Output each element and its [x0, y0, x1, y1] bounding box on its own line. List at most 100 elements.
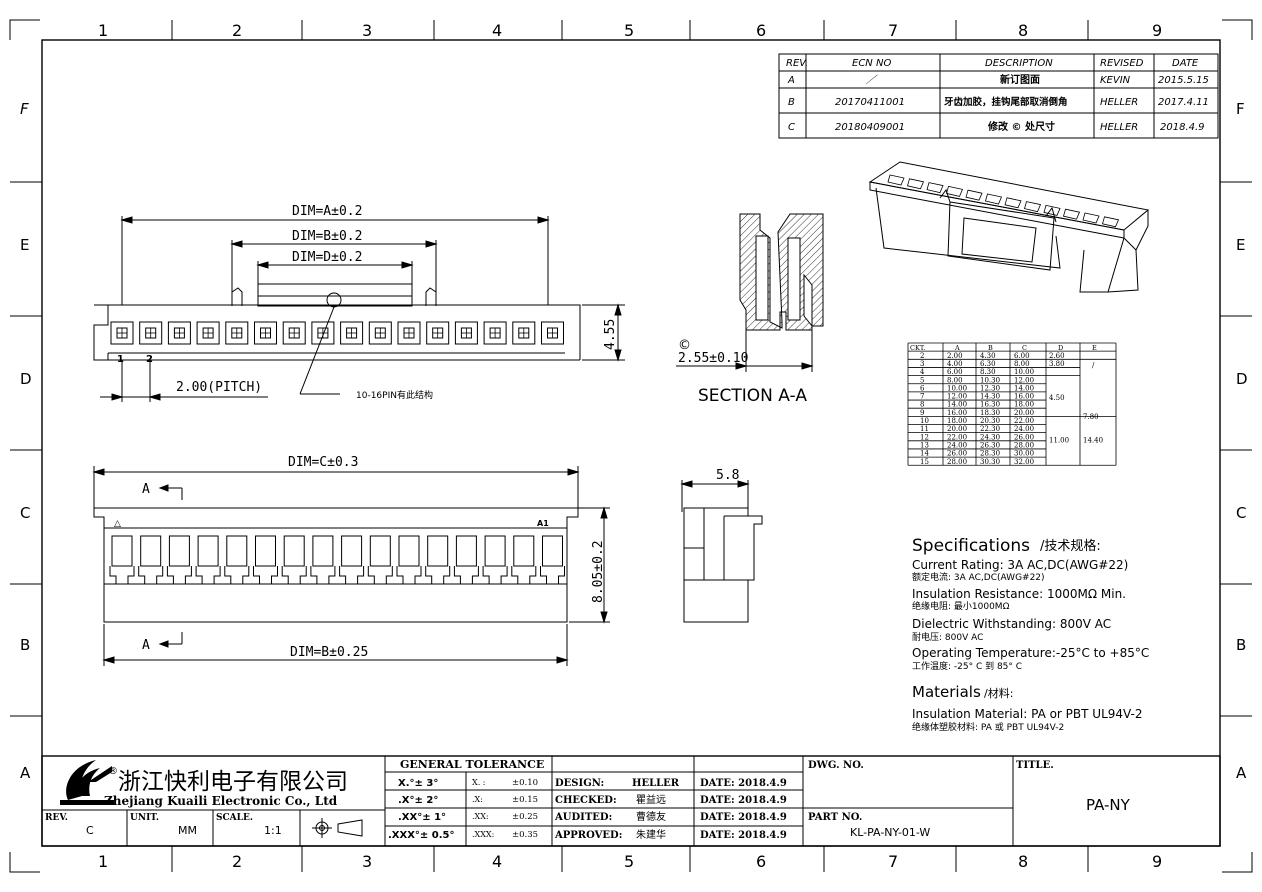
bottom-cavity-step [127, 566, 135, 584]
dim-table-e-value: 14.40 [1083, 436, 1103, 444]
bottom-cavity-step [357, 566, 365, 584]
column-label-top: 8 [1018, 21, 1028, 40]
dim-table-header: CKT. [910, 344, 925, 352]
bottom-cavity-step [242, 566, 250, 584]
bottom-cavity [255, 535, 276, 567]
bottom-cavity [369, 535, 391, 567]
dim-table-header: C [1022, 344, 1027, 352]
title-block: ® 浙江快利电子有限公司 Zhejiang Kuaili Electronic … [41, 755, 1221, 847]
spec-insulation-en: Insulation Resistance: 1000MΩ Min. [912, 587, 1126, 601]
bottom-cavity [140, 535, 162, 567]
dim-table-cell: 2 [920, 352, 924, 360]
rev-header-rev: REV. [786, 58, 808, 69]
rev-a-ecn: ／ [866, 74, 878, 86]
dim-table-cell: 14.00 [1014, 384, 1034, 392]
dim-table-header: A [954, 344, 960, 352]
column-label-top: 2 [232, 21, 242, 40]
dim-table-cell: 8 [920, 401, 924, 409]
section-circle-c: © [678, 338, 691, 353]
linear-tolerance-label: .XX: [472, 812, 489, 821]
dim-table-cell: 15 [920, 458, 929, 466]
bottom-cavity [513, 535, 535, 567]
row-label-left: F [20, 100, 29, 118]
section-mark-top: A [142, 482, 150, 497]
front-cavity [340, 321, 364, 345]
dim-table-cell: 16.00 [1014, 393, 1034, 401]
note-10-16-pin: 10-16PIN有此结构 [356, 389, 433, 401]
row-label-right: C [1236, 504, 1246, 522]
rev-header-revised: REVISED [1100, 58, 1144, 69]
company-name-cn: 浙江快利电子有限公司 [118, 769, 348, 795]
dim-a-label: DIM=A±0.2 [292, 204, 362, 219]
specifications-block: Specifications /技术规格: Current Rating: 3A… [912, 536, 1149, 733]
bottom-cavity-step [339, 566, 347, 584]
bottom-cavity-step [367, 566, 375, 584]
dim-table-cell: 12.00 [947, 393, 967, 401]
linear-tolerance-value: ±0.35 [512, 830, 538, 840]
front-cavity-row [110, 321, 564, 345]
rev-c-description: 修改 © 处尺寸 [987, 120, 1055, 133]
dimension-table-grid [907, 342, 1117, 466]
pin-2-label: 2 [146, 354, 153, 365]
bottom-cavity-step [166, 566, 174, 584]
part-no-value: KL-PA-NY-01-W [850, 826, 930, 839]
side-view [680, 480, 763, 623]
front-cavity [282, 321, 306, 345]
column-label-bottom: 1 [98, 852, 108, 871]
row-label-left: B [20, 636, 30, 654]
dim-table-cell: 14.00 [947, 401, 967, 409]
dim-table-cell: 30.00 [1014, 450, 1034, 458]
approval-name: 瞿益远 [636, 793, 666, 806]
linear-tolerance-label: X. : [472, 778, 485, 787]
spec-current-cn: 额定电流: 3A AC,DC(AWG#22) [912, 571, 1045, 583]
section-title: SECTION A-A [698, 386, 807, 406]
rev-header-date: DATE [1172, 58, 1199, 69]
dwg-no-label: DWG. NO. [808, 760, 864, 771]
dim-table-d-value: 11.00 [1049, 436, 1069, 444]
bottom-cavity [341, 535, 363, 567]
dim-table-cell: 20.00 [1014, 409, 1034, 417]
approval-date: DATE: 2018.4.9 [700, 812, 787, 823]
material-en: Insulation Material: PA or PBT UL94V-2 [912, 707, 1143, 721]
dim-table-cell: 9 [920, 409, 924, 417]
column-label-top: 5 [624, 21, 634, 40]
front-cavity [254, 321, 277, 345]
dim-table-cell: 2.00 [947, 352, 963, 360]
approval-role: CHECKED: [555, 795, 617, 806]
front-cavity [454, 321, 478, 345]
bottom-cavity-step [213, 566, 221, 584]
angle-tolerance: X.°± 3° [398, 778, 438, 789]
unit-value: MM [178, 824, 197, 837]
rev-a-revised: KEVIN [1100, 75, 1131, 86]
approval-role: APPROVED: [554, 830, 622, 841]
row-label-right: A [1236, 764, 1247, 782]
front-cavity [110, 321, 134, 345]
approval-role: AUDITED: [554, 812, 612, 823]
dim-table-cell: 7 [920, 393, 924, 401]
tolerance-rows: X.°± 3°.X°± 2°.XX°± 1°.XXX°± 0.5°X. :±0.… [388, 778, 538, 841]
bottom-cavity-step [511, 566, 519, 584]
rev-c-ecn: 20180409001 [835, 122, 905, 133]
bottom-cavity-step [299, 566, 307, 584]
bottom-cavity-step [500, 566, 508, 584]
front-cavity [196, 321, 220, 345]
rev-c-revised: HELLER [1100, 122, 1138, 133]
rev-b-revised: HELLER [1100, 97, 1138, 108]
bottom-cavity-row [109, 535, 565, 584]
rev-label: REV. [45, 813, 68, 823]
unit-label: UNIT. [130, 813, 159, 823]
dim-table-cell: 28.00 [947, 458, 967, 466]
company-logo [60, 760, 114, 805]
row-label-left: C [20, 504, 30, 522]
column-label-bottom: 3 [362, 852, 372, 871]
spec-temperature-cn: 工作温度: -25° C 到 85° C [912, 660, 1022, 672]
bottom-cavity-step [558, 566, 565, 584]
spec-current-en: Current Rating: 3A AC,DC(AWG#22) [912, 558, 1128, 572]
column-label-bottom: 7 [888, 852, 898, 871]
dim-table-cell: 4.00 [947, 360, 963, 368]
column-label-top: 3 [362, 21, 372, 40]
dim-table-cell: 8.00 [1014, 360, 1030, 368]
